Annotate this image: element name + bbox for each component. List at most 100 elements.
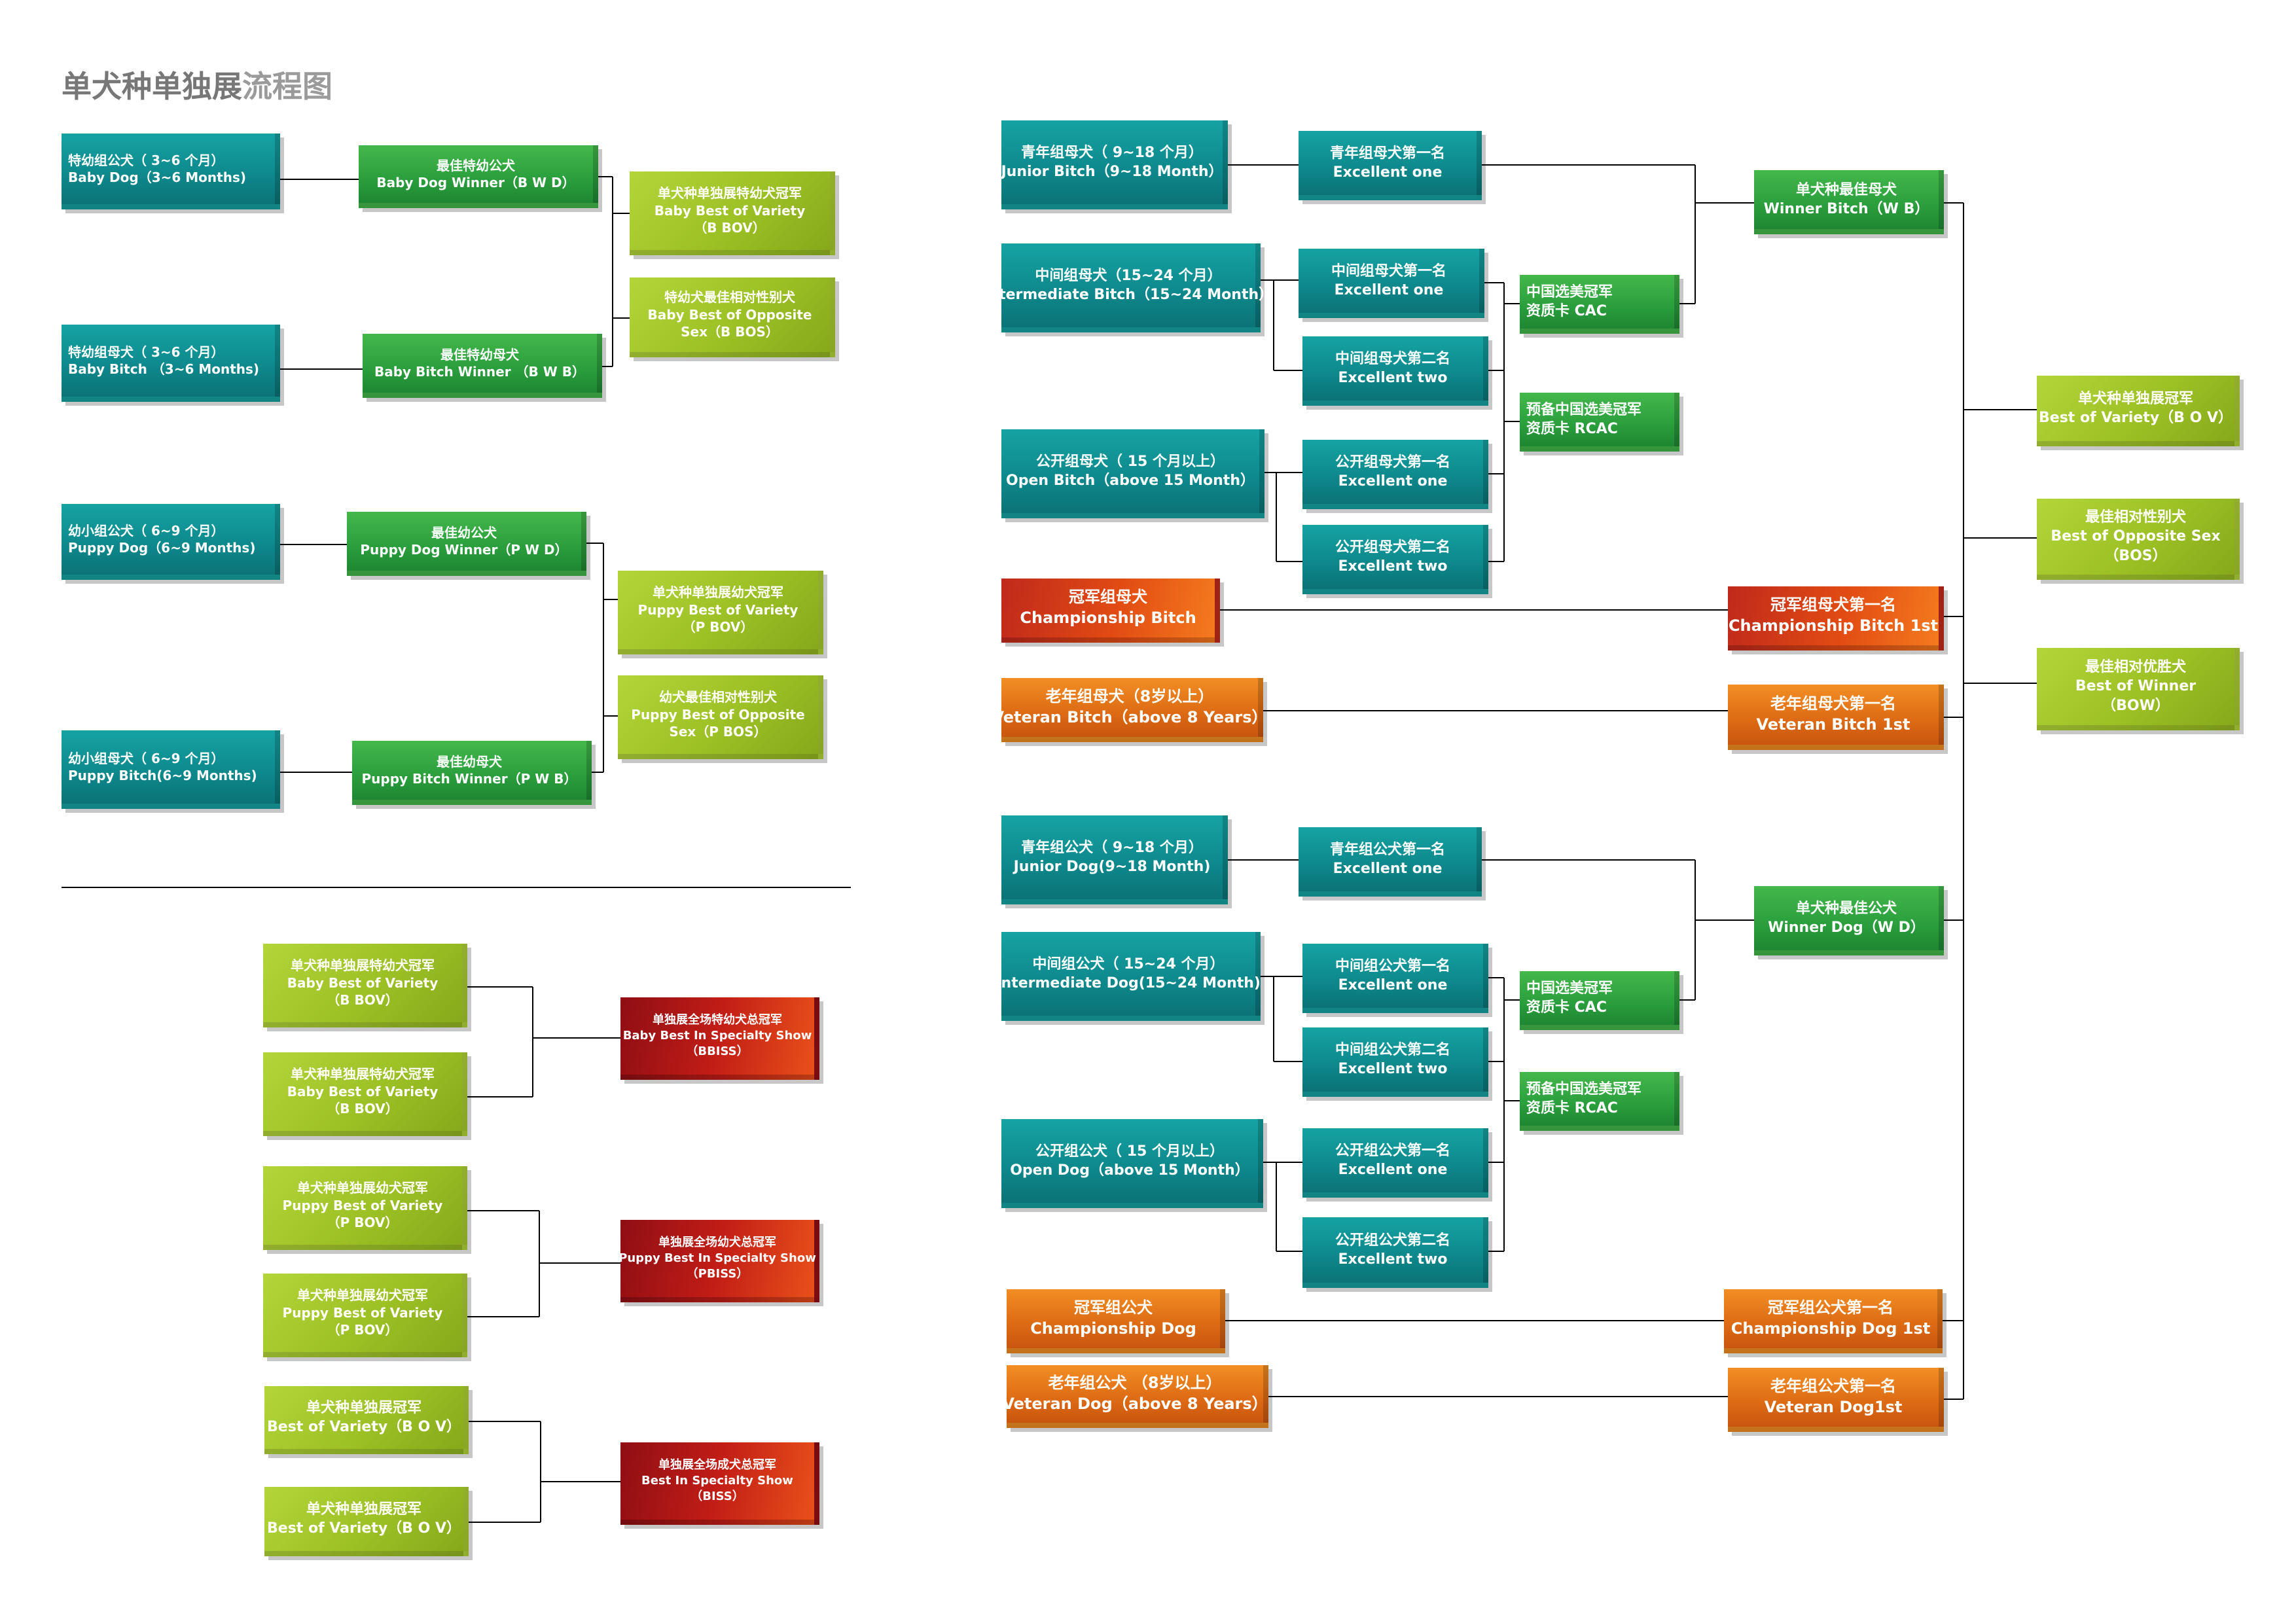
node-bbos-en: Baby Best of Opposite	[647, 306, 812, 323]
node-junior-dog-zh: 青年组公犬（ 9~18 个月）	[1021, 839, 1203, 856]
node-open-dog-zh: 公开组公犬（ 15 个月以上）	[1035, 1143, 1224, 1160]
node-ob-ex1-en: Excellent one	[1338, 473, 1448, 490]
node-pbov-en: Puppy Best of Variety	[637, 601, 798, 618]
node-jd-ex1: 青年组公犬第一名 Excellent one	[1299, 827, 1482, 897]
node-cac-dog-zh: 中国选美冠军	[1526, 980, 1613, 997]
node-inter-bitch-zh: 中间组母犬（15~24 个月）	[1035, 267, 1222, 284]
node-pbos-en: Puppy Best of Opposite	[631, 706, 805, 722]
node-jd-ex1-en: Excellent one	[1333, 861, 1443, 877]
node-wb-en: Winner Bitch（W B）	[1763, 201, 1929, 217]
page-title: 单犬种单独展流程图	[62, 63, 332, 106]
node-bwb-en: Baby Bitch Winner （B W B）	[374, 364, 586, 380]
node-bbov: 单犬种单独展特幼犬冠军 Baby Best of Variety （B BOV）	[630, 171, 835, 255]
node-bottom-pbov-a-en: Puppy Best of Variety	[282, 1197, 443, 1213]
node-baby-dog-en: Baby Dog（3~6 Months)	[68, 169, 246, 185]
node-bbov-abbr: （B BOV）	[694, 220, 766, 236]
node-jd-ex1-zh: 青年组公犬第一名	[1329, 841, 1445, 858]
node-bov-en: Best of Variety（B O V）	[2039, 410, 2233, 426]
node-pwb-zh: 最佳幼母犬	[437, 753, 502, 770]
node-vet-bitch-1st: 老年组母犬第一名 Veteran Bitch 1st	[1728, 685, 1944, 750]
node-junior-dog-en: Junior Dog(9~18 Month)	[1013, 859, 1211, 875]
node-champ-dog-zh: 冠军组公犬	[1074, 1298, 1153, 1317]
node-id-ex1: 中间组公犬第一名 Excellent one	[1302, 944, 1488, 1013]
node-champ-dog-1st-zh: 冠军组公犬第一名	[1768, 1298, 1893, 1317]
node-ib-ex1: 中间组母犬第一名 Excellent one	[1299, 249, 1484, 318]
node-bwd-zh: 最佳特幼公犬	[437, 157, 515, 173]
node-champ-bitch-1st: 冠军组母犬第一名 Championship Bitch 1st	[1728, 586, 1944, 651]
node-bos: 最佳相对性别犬 Best of Opposite Sex （BOS）	[2037, 499, 2240, 580]
node-bwb: 最佳特幼母犬 Baby Bitch Winner （B W B）	[363, 334, 602, 398]
node-cac-bitch-en: 资质卡 CAC	[1526, 303, 1607, 319]
node-pbov-zh: 单犬种单独展幼犬冠军	[653, 584, 783, 601]
node-bottom-bov-b-zh: 单犬种单独展冠军	[306, 1501, 422, 1518]
node-baby-bitch-en: Baby Bitch （3~6 Months)	[68, 361, 260, 377]
node-bottom-pbov-b-abbr: （P BOV）	[327, 1322, 399, 1338]
node-bov-zh: 单犬种单独展冠军	[2077, 390, 2193, 407]
node-puppy-bitch: 幼小组母犬（ 6~9 个月） Puppy Bitch(6~9 Months)	[62, 730, 280, 809]
node-champ-dog-en: Championship Dog	[1030, 1319, 1196, 1338]
node-baby-bitch-zh: 特幼组母犬（ 3~6 个月）	[68, 344, 224, 360]
node-puppy-bitch-en: Puppy Bitch(6~9 Months)	[68, 768, 257, 783]
node-cac-dog-en: 资质卡 CAC	[1526, 999, 1607, 1016]
node-open-bitch-en: Open Bitch（above 15 Month）	[1006, 473, 1255, 489]
node-bov: 单犬种单独展冠军 Best of Variety（B O V）	[2037, 376, 2240, 446]
node-baby-dog-zh: 特幼组公犬（ 3~6 个月）	[68, 152, 224, 168]
node-pbiss-abbr: （PBISS）	[686, 1266, 749, 1281]
node-baby-dog: 特幼组公犬（ 3~6 个月） Baby Dog（3~6 Months)	[62, 134, 280, 209]
node-junior-bitch-zh: 青年组母犬（ 9~18 个月）	[1021, 144, 1203, 161]
node-vet-bitch-zh: 老年组母犬（8岁以上）	[1045, 687, 1214, 706]
node-open-dog: 公开组公犬（ 15 个月以上） Open Dog（above 15 Month）	[1001, 1119, 1263, 1208]
node-vet-dog-1st-en: Veteran Dog1st	[1764, 1398, 1903, 1416]
node-bottom-bbov-a-abbr: （B BOV）	[327, 992, 399, 1008]
node-ib-ex2-zh: 中间组母犬第二名	[1335, 350, 1450, 367]
node-bottom-bov-a-zh: 单犬种单独展冠军	[306, 1399, 422, 1416]
node-pbov: 单犬种单独展幼犬冠军 Puppy Best of Variety （P BOV）	[618, 571, 823, 654]
node-bwb-zh: 最佳特幼母犬	[440, 346, 519, 363]
node-bottom-bbov-b-zh: 单犬种单独展特幼犬冠军	[291, 1066, 435, 1082]
node-bottom-bov-b-en: Best of Variety（B O V）	[267, 1520, 461, 1537]
node-champ-bitch-en: Championship Bitch	[1020, 609, 1196, 627]
node-bbos: 特幼犬最佳相对性别犬 Baby Best of Opposite Sex（B B…	[630, 277, 835, 357]
node-bow-abbr: （BOW）	[2102, 697, 2170, 714]
node-od-ex1: 公开组公犬第一名 Excellent one	[1302, 1128, 1488, 1198]
node-od-ex2-en: Excellent two	[1338, 1251, 1448, 1268]
node-champ-dog: 冠军组公犬 Championship Dog	[1007, 1289, 1225, 1353]
node-pbos: 幼犬最佳相对性别犬 Puppy Best of Opposite Sex（P B…	[618, 675, 823, 759]
node-od-ex2-zh: 公开组公犬第二名	[1335, 1232, 1450, 1249]
node-vet-dog-zh: 老年组公犬 （8岁以上）	[1048, 1374, 1222, 1393]
node-open-bitch-zh: 公开组母犬（ 15 个月以上）	[1036, 453, 1225, 470]
node-cac-bitch: 中国选美冠军 资质卡 CAC	[1520, 275, 1679, 334]
node-junior-dog: 青年组公犬（ 9~18 个月） Junior Dog(9~18 Month)	[1001, 815, 1228, 904]
node-biss-en: Best In Specialty Show	[641, 1474, 793, 1488]
node-bbos-zh: 特幼犬最佳相对性别犬	[664, 289, 795, 306]
node-rcac-dog-zh: 预备中国选美冠军	[1526, 1080, 1642, 1097]
node-bottom-bov-b: 单犬种单独展冠军 Best of Variety（B O V）	[264, 1487, 469, 1556]
node-bbiss-en: Baby Best In Specialty Show	[622, 1029, 812, 1043]
node-champ-bitch: 冠军组母犬 Championship Bitch	[1001, 579, 1220, 643]
node-vet-dog-1st-zh: 老年组公犬第一名	[1770, 1377, 1896, 1396]
node-rcac-bitch-zh: 预备中国选美冠军	[1526, 401, 1642, 418]
node-biss-abbr: （BISS）	[691, 1489, 744, 1503]
node-inter-dog-en: intermediate Dog(15~24 Month)	[996, 975, 1261, 991]
node-cac-dog: 中国选美冠军 资质卡 CAC	[1520, 971, 1679, 1030]
node-ob-ex1: 公开组母犬第一名 Excellent one	[1302, 440, 1488, 509]
node-pwd-en: Puppy Dog Winner（P W D）	[360, 542, 568, 558]
node-pbiss: 单独展全场幼犬总冠军 Puppy Best In Specialty Show …	[619, 1220, 819, 1302]
node-open-dog-en: Open Dog（above 15 Month）	[1010, 1162, 1249, 1179]
node-od-ex1-en: Excellent one	[1338, 1162, 1448, 1178]
node-id-ex2-zh: 中间组公犬第二名	[1335, 1041, 1450, 1058]
node-bottom-bbov-a-zh: 单犬种单独展特幼犬冠军	[291, 957, 435, 974]
node-bottom-bbov-a-en: Baby Best of Variety	[287, 974, 439, 991]
node-champ-dog-1st: 冠军组公犬第一名 Championship Dog 1st	[1724, 1289, 1943, 1353]
node-puppy-dog: 幼小组公犬（ 6~9 个月） Puppy Dog（6~9 Months)	[62, 504, 280, 580]
node-pwb-en: Puppy Bitch Winner（P W B）	[361, 771, 577, 787]
node-ob-ex2-zh: 公开组母犬第二名	[1335, 539, 1450, 556]
node-bos-zh: 最佳相对性别犬	[2085, 509, 2186, 526]
node-wd-en: Winner Dog（W D）	[1768, 919, 1925, 936]
node-bbiss-abbr: （BBISS）	[686, 1044, 749, 1058]
node-bow-en: Best of Winner	[2075, 678, 2197, 695]
node-rcac-dog: 预备中国选美冠军 资质卡 RCAC	[1520, 1072, 1679, 1131]
node-puppy-bitch-zh: 幼小组母犬（ 6~9 个月）	[68, 750, 224, 766]
node-ib-ex2-en: Excellent two	[1338, 370, 1448, 386]
node-rcac-dog-en: 资质卡 RCAC	[1526, 1100, 1618, 1116]
